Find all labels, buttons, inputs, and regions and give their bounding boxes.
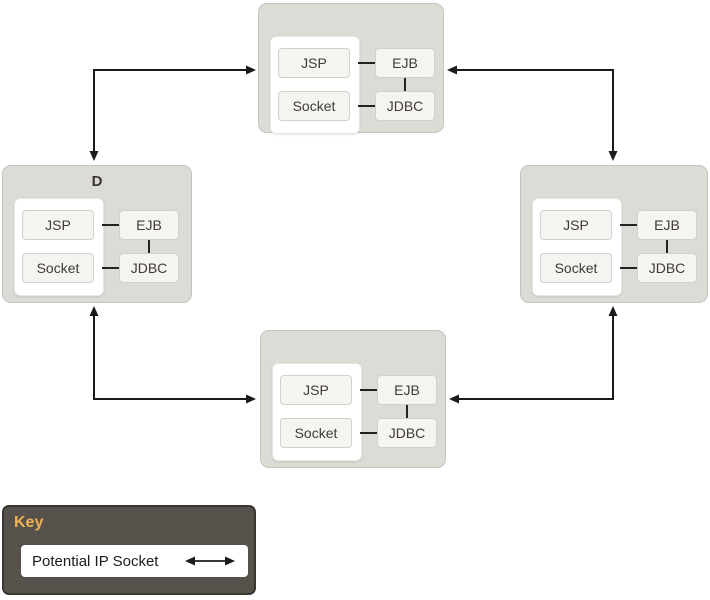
jsp-box: JSP xyxy=(540,210,612,240)
node-caption xyxy=(521,173,707,191)
socket-box: Socket xyxy=(280,418,352,448)
ejb-jdbc-link xyxy=(404,78,406,91)
jsp-ejb-link xyxy=(102,224,119,226)
jdbc-box: JDBC xyxy=(377,418,437,448)
key-item-label: Potential IP Socket xyxy=(32,552,159,570)
connector-top-right xyxy=(447,65,618,161)
key-title: Key xyxy=(14,514,44,531)
server-node-top: JSP Socket EJB JDBC xyxy=(258,3,444,134)
ejb-jdbc-link xyxy=(666,240,668,253)
jdbc-box: JDBC xyxy=(375,91,435,121)
socket-jdbc-link xyxy=(620,267,637,269)
socket-jdbc-link xyxy=(358,105,375,107)
ejb-jdbc-link xyxy=(406,405,408,418)
jsp-ejb-link xyxy=(620,224,637,226)
node-caption xyxy=(259,11,443,29)
ejb-box: EJB xyxy=(119,210,179,240)
socket-box: Socket xyxy=(22,253,94,283)
key-panel: Key Potential IP Socket xyxy=(2,505,256,595)
socket-box: Socket xyxy=(278,91,350,121)
ejb-jdbc-link xyxy=(148,240,150,253)
node-caption xyxy=(261,338,445,356)
connector-left-bottom xyxy=(89,306,256,404)
jsp-ejb-link xyxy=(358,62,375,64)
socket-box: Socket xyxy=(540,253,612,283)
ejb-box: EJB xyxy=(637,210,697,240)
server-node-left: D JSP Socket EJB JDBC xyxy=(2,165,192,303)
double-arrow-icon xyxy=(185,556,235,566)
server-node-bottom: JSP Socket EJB JDBC xyxy=(260,330,446,468)
connector-left-top xyxy=(89,65,256,161)
jsp-box: JSP xyxy=(278,48,350,78)
jsp-box: JSP xyxy=(22,210,94,240)
node-caption: D xyxy=(91,173,103,190)
jdbc-box: JDBC xyxy=(119,253,179,283)
key-item: Potential IP Socket xyxy=(21,545,248,577)
ejb-box: EJB xyxy=(375,48,435,78)
jdbc-box: JDBC xyxy=(637,253,697,283)
ejb-box: EJB xyxy=(377,375,437,405)
jsp-ejb-link xyxy=(360,389,377,391)
jsp-box: JSP xyxy=(280,375,352,405)
connector-bottom-right xyxy=(449,306,618,404)
server-node-right: JSP Socket EJB JDBC xyxy=(520,165,708,303)
socket-jdbc-link xyxy=(360,432,377,434)
socket-jdbc-link xyxy=(102,267,119,269)
